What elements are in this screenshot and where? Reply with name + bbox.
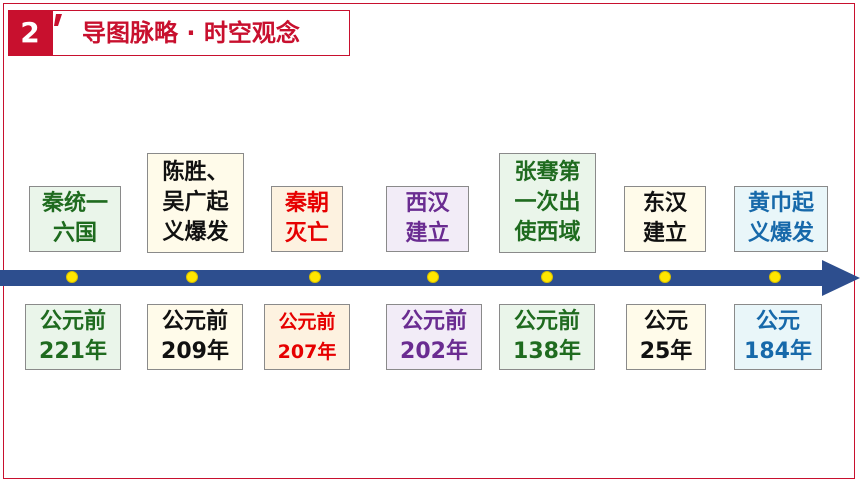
timeline-dot bbox=[186, 271, 198, 283]
date-text-line: 25年 bbox=[639, 339, 693, 364]
date-text-line: 202年 bbox=[400, 339, 468, 364]
event-box-qin-unification: 秦统一 六国 bbox=[29, 186, 121, 252]
date-text-line: 公元 bbox=[755, 309, 800, 334]
event-text-line: 六国 bbox=[52, 221, 97, 246]
date-text-line: 209年 bbox=[161, 339, 229, 364]
event-box-chen-wu-uprising: 陈胜、 吴广起 义爆发 bbox=[147, 153, 244, 253]
date-text-line: 公元 bbox=[643, 309, 688, 334]
date-text-line: 公元前 bbox=[39, 309, 106, 334]
event-text-line: 义爆发 bbox=[747, 221, 814, 246]
event-text-line: 义爆发 bbox=[162, 220, 229, 245]
event-text-line: 灭亡 bbox=[284, 221, 329, 246]
event-text-line: 黄巾起 bbox=[747, 191, 814, 216]
date-box-202bc: 公元前 202年 bbox=[386, 304, 482, 370]
date-text-line: 207年 bbox=[277, 341, 337, 363]
event-box-yellow-turban: 黄巾起 义爆发 bbox=[734, 186, 828, 252]
timeline-dot bbox=[659, 271, 671, 283]
date-text-line: 221年 bbox=[39, 339, 107, 364]
date-box-138bc: 公元前 138年 bbox=[499, 304, 595, 370]
section-number-badge: 2 bbox=[8, 10, 52, 56]
slide-frame bbox=[3, 3, 855, 479]
event-box-qin-fall: 秦朝 灭亡 bbox=[271, 186, 343, 252]
date-box-184ad: 公元 184年 bbox=[734, 304, 822, 370]
date-box-25ad: 公元 25年 bbox=[626, 304, 706, 370]
event-box-eastern-han: 东汉 建立 bbox=[624, 186, 706, 252]
date-text-line: 公元前 bbox=[513, 309, 580, 334]
event-text-line: 吴广起 bbox=[162, 190, 229, 215]
timeline-dot bbox=[769, 271, 781, 283]
event-text-line: 一次出 bbox=[514, 190, 581, 215]
timeline-dot bbox=[427, 271, 439, 283]
date-text-line: 公元前 bbox=[400, 309, 467, 334]
event-box-western-han: 西汉 建立 bbox=[386, 186, 469, 252]
date-text-line: 公元前 bbox=[278, 311, 336, 333]
event-text-line: 建立 bbox=[405, 221, 450, 246]
event-text-line: 建立 bbox=[642, 221, 687, 246]
date-text-line: 138年 bbox=[513, 339, 581, 364]
timeline-arrow bbox=[0, 260, 860, 296]
event-text-line: 秦朝 bbox=[284, 191, 329, 216]
event-box-zhang-qian-mission: 张骞第 一次出 使西域 bbox=[499, 153, 596, 253]
page-title: 导图脉略 · 时空观念 bbox=[82, 19, 300, 47]
timeline-dot bbox=[66, 271, 78, 283]
date-box-207bc: 公元前 207年 bbox=[264, 304, 350, 370]
event-text-line: 东汉 bbox=[642, 191, 687, 216]
timeline-dot bbox=[309, 271, 321, 283]
badge-tick-icon bbox=[54, 14, 62, 26]
event-text-line: 张骞第 bbox=[514, 160, 581, 185]
timeline-dot bbox=[541, 271, 553, 283]
date-box-209bc: 公元前 209年 bbox=[147, 304, 243, 370]
event-text-line: 秦统一 bbox=[41, 191, 108, 216]
event-text-line: 陈胜、 bbox=[162, 160, 229, 185]
event-text-line: 西汉 bbox=[405, 191, 450, 216]
title-box bbox=[52, 10, 350, 56]
date-text-line: 184年 bbox=[744, 339, 812, 364]
date-box-221bc: 公元前 221年 bbox=[25, 304, 121, 370]
date-text-line: 公元前 bbox=[161, 309, 228, 334]
event-text-line: 使西域 bbox=[514, 220, 581, 245]
